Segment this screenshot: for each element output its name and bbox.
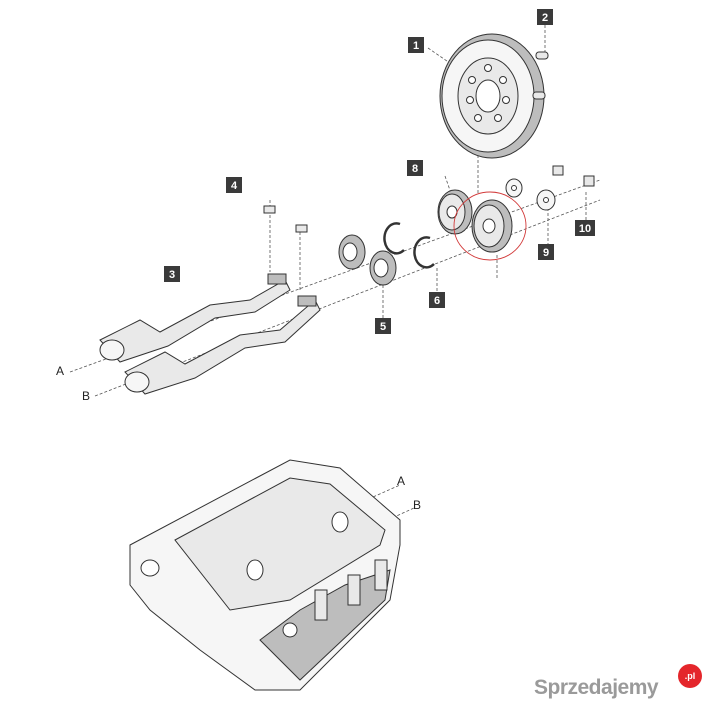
- callout-6: 6: [429, 292, 445, 308]
- callout-10-label: 10: [579, 223, 591, 235]
- balancer-shafts: [99, 273, 321, 395]
- watermark: Sprzedajemy .pl: [534, 664, 702, 699]
- callout-9: 9: [538, 244, 554, 260]
- watermark-text: Sprzedajemy: [534, 676, 659, 699]
- callout-3-label: 3: [169, 269, 175, 281]
- callout-3: 3: [164, 266, 180, 282]
- callout-2: 2: [537, 9, 553, 25]
- washers-and-bolts: [505, 165, 595, 211]
- callout-2-label: 2: [542, 12, 548, 24]
- large-gear: [439, 33, 545, 159]
- letter-a-upper: A: [56, 364, 64, 378]
- watermark-badge-label: .pl: [685, 671, 696, 681]
- watermark-badge-icon: [678, 664, 702, 688]
- keys: [263, 205, 308, 233]
- callout-10: 10: [575, 220, 595, 236]
- oil-pan-housing: [129, 459, 401, 691]
- bearings: [338, 234, 397, 286]
- callout-5-label: 5: [380, 321, 386, 333]
- circlips: [383, 222, 435, 269]
- callout-9-label: 9: [543, 247, 549, 259]
- callout-6-label: 6: [434, 295, 440, 307]
- letter-b-lower: B: [413, 498, 421, 512]
- callout-8: 8: [407, 160, 423, 176]
- letter-a-lower: A: [397, 474, 405, 488]
- highlight-ring: [453, 191, 527, 261]
- double-gear: [437, 189, 527, 261]
- callout-8-label: 8: [412, 163, 418, 175]
- callout-1: 1: [408, 37, 424, 53]
- callout-5: 5: [375, 318, 391, 334]
- dowel-pins: [532, 51, 549, 100]
- letter-b-upper: B: [82, 389, 90, 403]
- callout-4-label: 4: [231, 180, 238, 192]
- callout-1-label: 1: [413, 40, 419, 52]
- callout-4: 4: [226, 177, 242, 193]
